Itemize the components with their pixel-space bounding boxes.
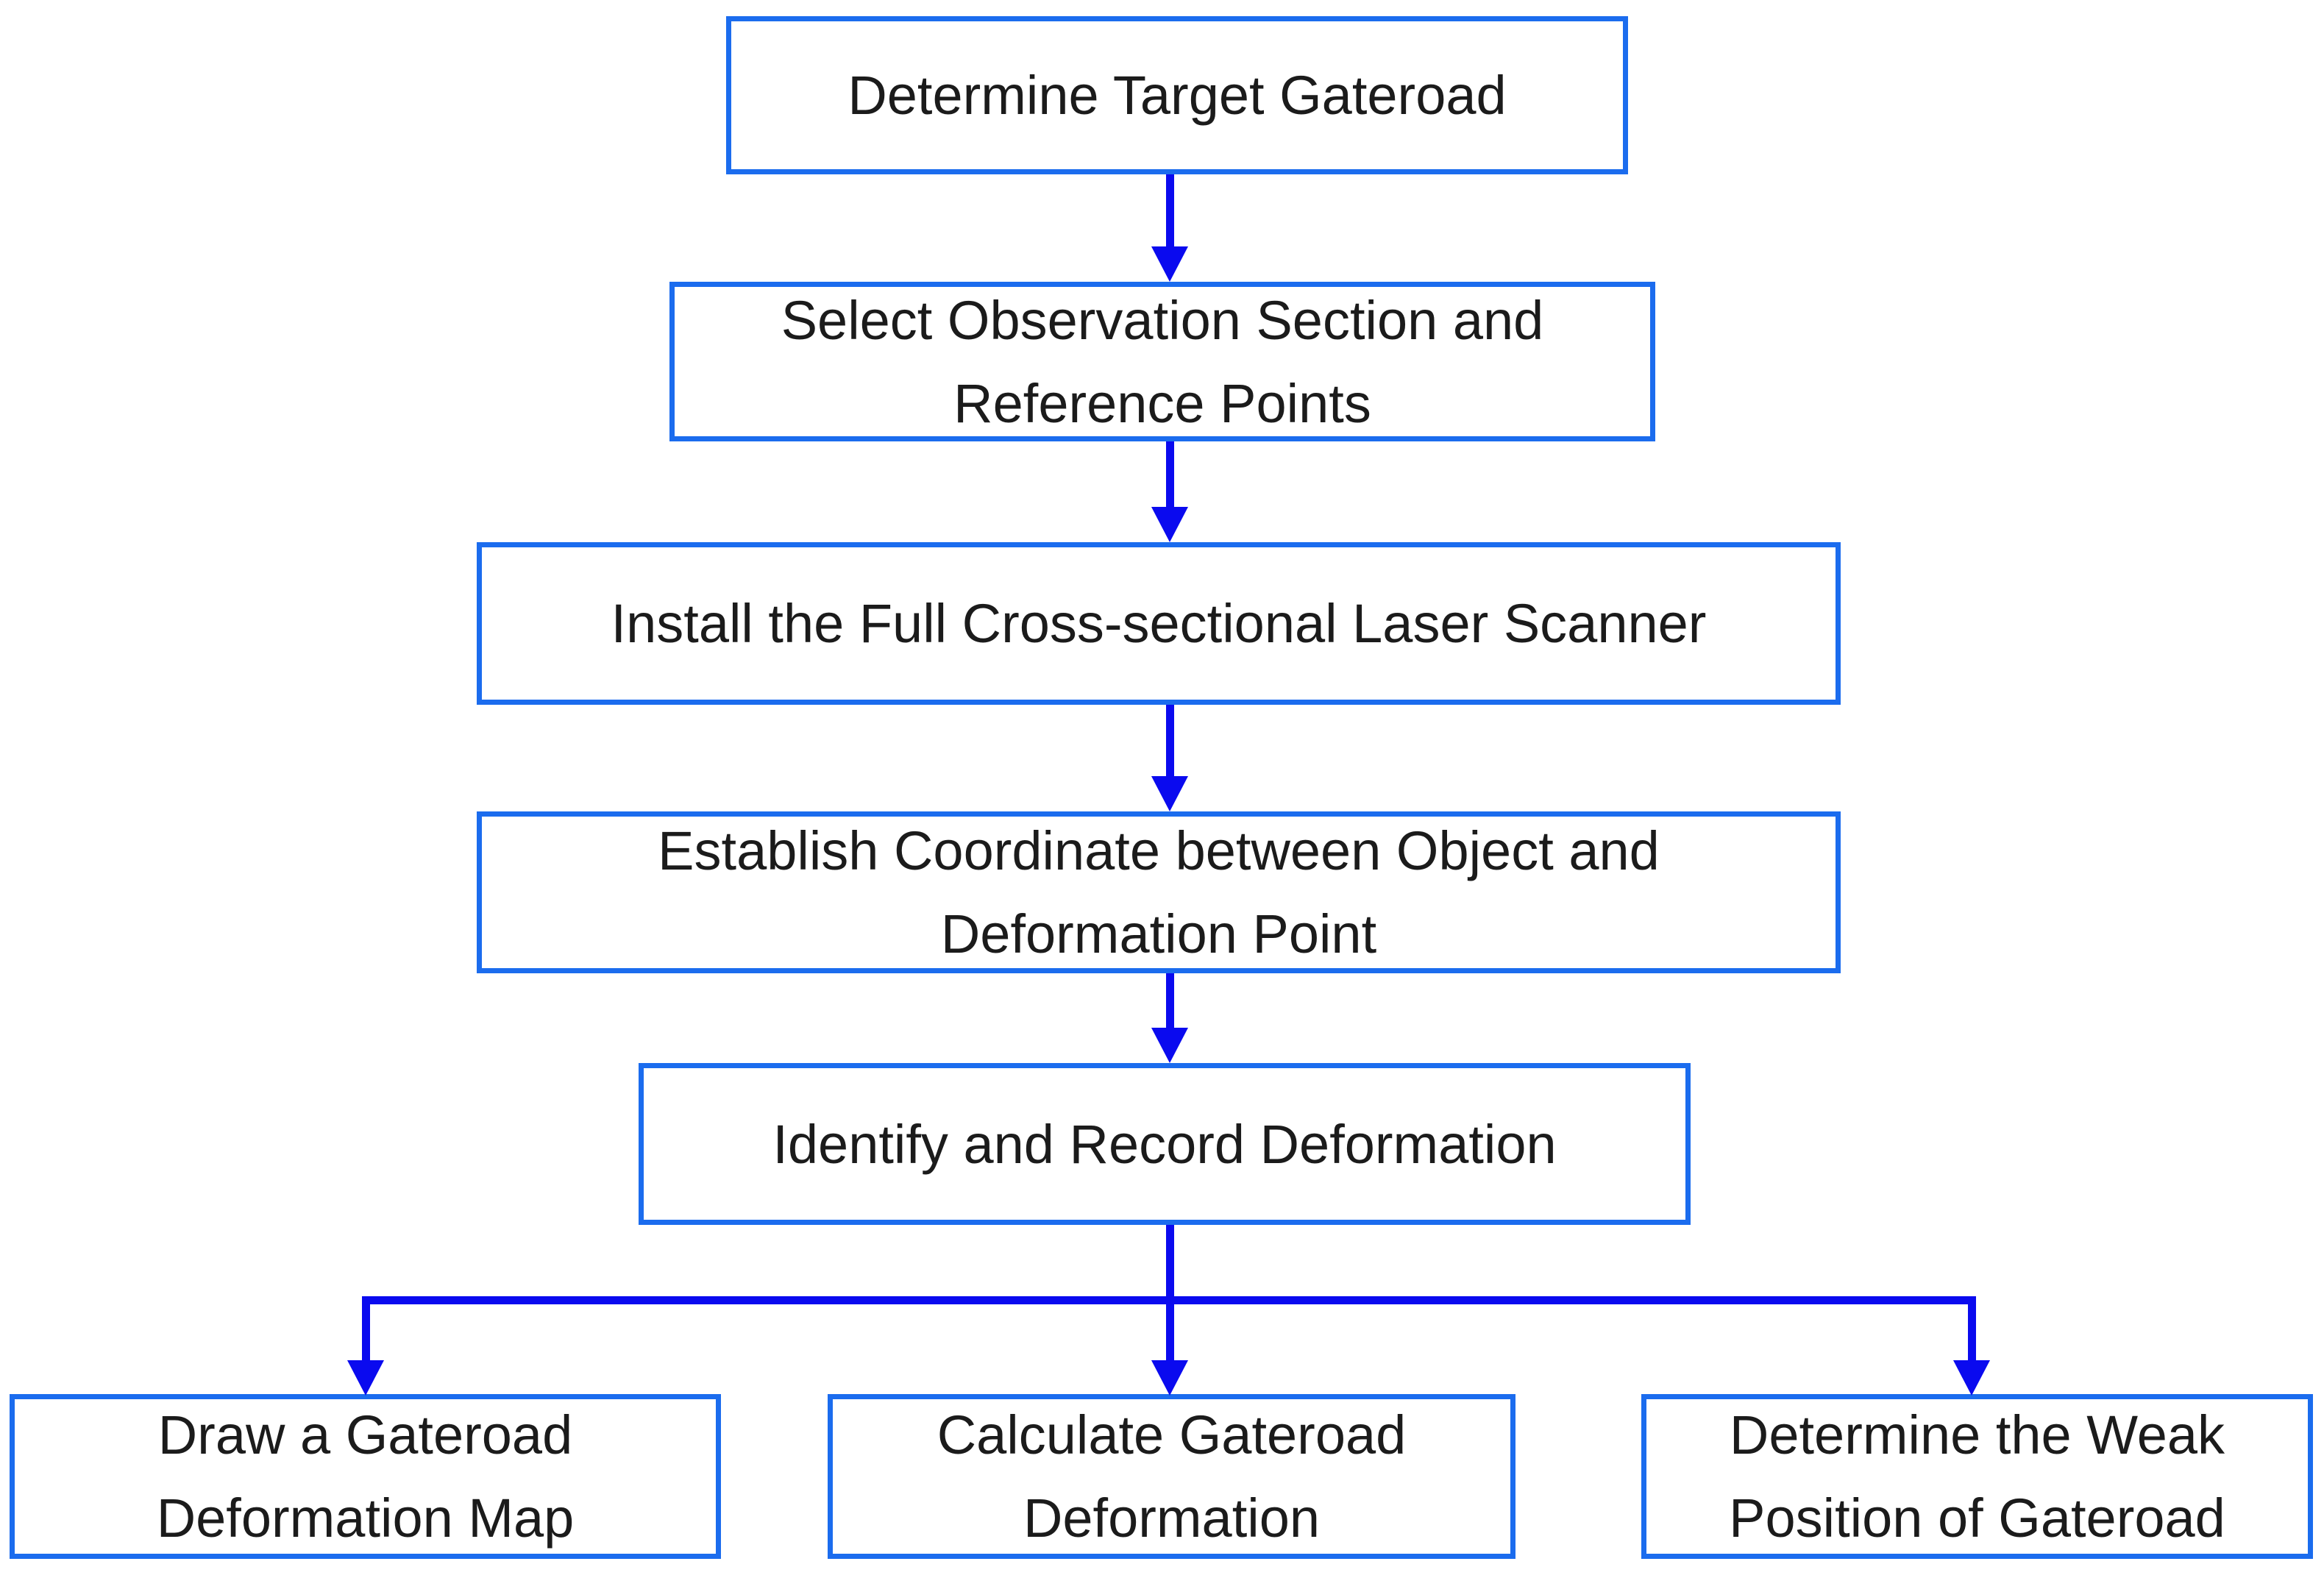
branch-middle-drop-stem — [1166, 1304, 1174, 1360]
branch-right-drop-head-icon — [1953, 1360, 1990, 1396]
flow-node-draw-deformation-map: Draw a Gateroad Deformation Map — [10, 1394, 721, 1559]
branch-middle-drop-head-icon — [1151, 1360, 1188, 1396]
branch-left-drop-head-icon — [347, 1360, 384, 1396]
arrow-determine-to-select-head-icon — [1151, 246, 1188, 282]
arrow-determine-to-select-stem — [1166, 174, 1174, 246]
arrow-install-to-establish-head-icon — [1151, 776, 1188, 811]
flow-node-select-observation-section: Select Observation Section and Reference… — [669, 282, 1655, 441]
arrow-establish-to-identify-head-icon — [1151, 1028, 1188, 1063]
flow-node-identify-record-deformation: Identify and Record Deformation — [639, 1063, 1691, 1225]
flow-node-determine-weak-position: Determine the Weak Position of Gateroad — [1641, 1394, 2313, 1559]
arrow-select-to-install-stem — [1166, 441, 1174, 507]
branch-trunk-stem — [1166, 1225, 1174, 1304]
flow-node-calculate-deformation: Calculate Gateroad Deformation — [828, 1394, 1515, 1559]
arrow-select-to-install-head-icon — [1151, 507, 1188, 542]
flow-node-install-laser-scanner: Install the Full Cross-sectional Laser S… — [477, 542, 1841, 705]
arrow-install-to-establish-stem — [1166, 705, 1174, 776]
branch-right-drop-stem — [1968, 1296, 1976, 1360]
flow-node-establish-coordinate: Establish Coordinate between Object and … — [477, 811, 1841, 973]
flow-node-determine-target-gateroad: Determine Target Gateroad — [726, 16, 1628, 174]
branch-left-drop-stem — [362, 1296, 370, 1360]
branch-horizontal-bar — [362, 1296, 1976, 1304]
arrow-establish-to-identify-stem — [1166, 973, 1174, 1028]
